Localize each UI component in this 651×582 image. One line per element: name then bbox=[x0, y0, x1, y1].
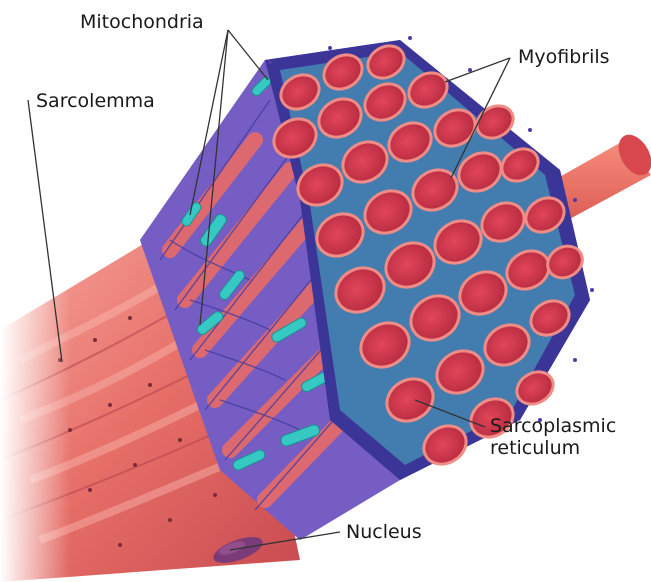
label-myofibrils: Myofibrils bbox=[518, 46, 610, 68]
label-sarcoplasmic-line2: reticulum bbox=[490, 437, 616, 459]
label-mitochondria: Mitochondria bbox=[80, 11, 204, 33]
label-nucleus: Nucleus bbox=[346, 521, 422, 543]
label-sarcoplasmic-line1: Sarcoplasmic bbox=[490, 415, 616, 437]
label-sarcolemma: Sarcolemma bbox=[36, 90, 155, 112]
label-sarcoplasmic-reticulum: Sarcoplasmic reticulum bbox=[490, 415, 616, 459]
